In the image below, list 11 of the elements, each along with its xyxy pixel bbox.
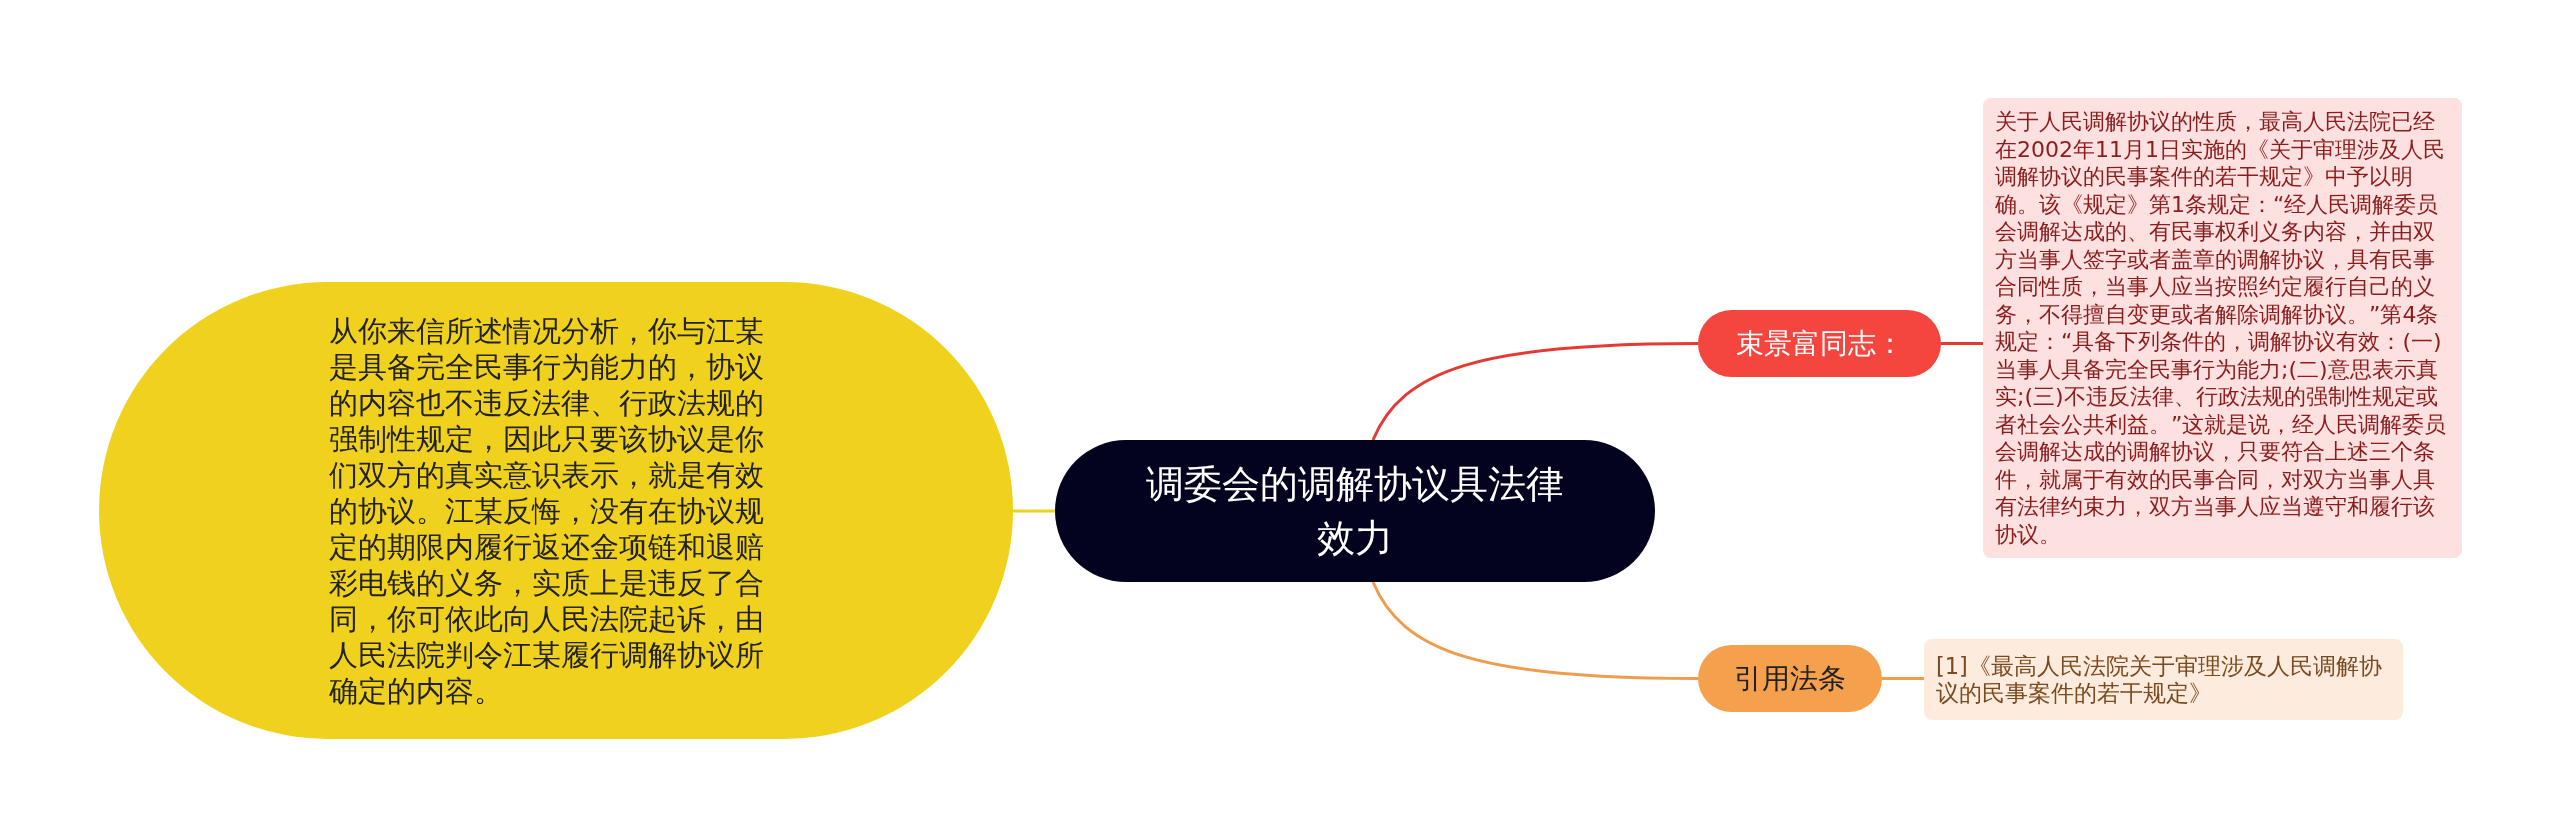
connector-line [1882, 677, 1924, 680]
connector-line [1371, 342, 1698, 441]
topic-pill: 束景富同志： [1698, 310, 1941, 377]
topic-pill: 引用法条 [1698, 645, 1882, 712]
connector-line [1013, 509, 1055, 513]
central-topic: 调委会的调解协议具法律效力 [1055, 440, 1655, 582]
connector-line [1941, 342, 1983, 345]
note-box: [1]《最高人民法院关于审理涉及人民调解协议的民事案件的若干规定》 [1924, 639, 2403, 720]
note-pill: 从你来信所述情况分析，你与江某是具备完全民事行为能力的，协议的内容也不违反法律、行政法规的强制性规定，因此只要该协议是你们双方的真实意识表示，就是有效的协议。江某反悔，没有在协议规定的期限内履行返还金项链和退赔彩电钱的义务，实质上是违反了合同，你可依此向人民法院起诉，由人民法院判令江某履行调解协议所确定的内容。 [99, 282, 1013, 739]
connector-line [1371, 581, 1698, 680]
note-box: 关于人民调解协议的性质，最高人民法院已经在2002年11月1日实施的《关于审理涉及人民调解协议的民事案件的若干规定》中予以明确。该《规定》第1条规定：“经人民调解委员会调解达成的、有民事权利义务内容，并由双方当事人签字或者盖章的调解协议，具有民事合同性质，当事人应当按照约定履行自己的义务，不得擅自变更或者解除调解协议。”第4条规定：“具备下列条件的，调解协议有效：(一)当事人具备完全民事行为能力;(二)意思表示真实;(三)不违反法律、行政法规的强制性规定或者社会公共利益。”这就是说，经人民调解委员会调解达成的调解协议，只要符合上述三个条件，就属于有效的民事合同，对双方当事人具有法律约束力，双方当事人应当遵守和履行该协议。 [1983, 98, 2462, 558]
